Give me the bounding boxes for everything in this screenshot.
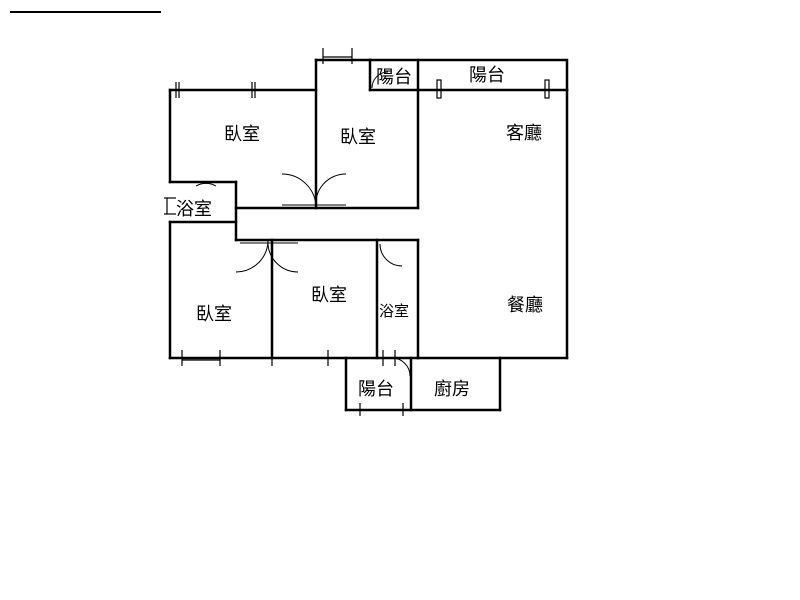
label-bedroom-bottom-middle: 臥室 <box>311 285 347 306</box>
windows <box>164 48 550 416</box>
label-bedroom-top-left: 臥室 <box>224 124 260 145</box>
doors <box>195 71 411 377</box>
label-kitchen: 廚房 <box>434 378 470 400</box>
label-living-room: 客廳 <box>506 123 542 144</box>
walls <box>168 58 569 412</box>
label-balcony-bottom: 陽台 <box>358 379 394 400</box>
label-bathroom-right: 浴室 <box>379 302 409 320</box>
label-balcony-top-large: 陽台 <box>469 65 505 86</box>
label-dining-room: 餐廳 <box>507 295 543 316</box>
label-balcony-top-small: 陽台 <box>376 67 412 88</box>
label-bedroom-bottom-left: 臥室 <box>196 304 232 325</box>
label-bathroom-left: 浴室 <box>176 199 212 220</box>
label-bedroom-top-middle: 臥室 <box>340 127 376 148</box>
room-labels: 臥室 臥室 浴室 臥室 臥室 浴室 陽台 陽台 客廳 餐廳 陽台 廚房 <box>176 65 543 400</box>
